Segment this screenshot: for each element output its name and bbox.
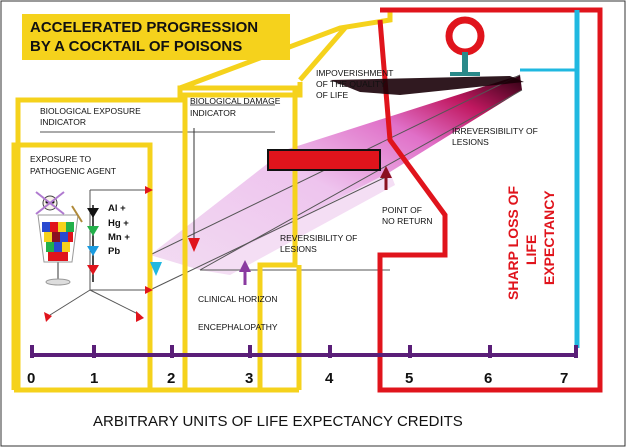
sharp-loss-line-1: SHARP LOSS OF [505, 185, 521, 300]
no-return-bar [267, 149, 381, 171]
symbol-circle-icon [445, 16, 485, 56]
no-return-line-1: POINT OF [382, 205, 422, 215]
axis-tick-labels: 0 1 2 3 4 5 6 7 [27, 370, 568, 387]
arrows [44, 128, 392, 322]
encephalopathy-label: ENCEPHALOPATHY [198, 322, 278, 332]
exposure-agent-line-2: PATHOGENIC AGENT [30, 166, 116, 176]
progression-band [150, 75, 522, 270]
dark-band-top [330, 76, 524, 95]
irreversibility-line-1: IRREVERSIBILITY OF [452, 126, 538, 136]
axis [30, 345, 578, 358]
sharp-loss-line-2-wrap: LIFE [523, 235, 539, 265]
title-line-2: BY A COCKTAIL OF POISONS [30, 38, 242, 55]
cocktail-glass-icon [35, 191, 83, 286]
exposure-indicator-line-2: INDICATOR [40, 117, 86, 127]
damage-indicator-line-1: BIOLOGICAL DAMAGE [190, 96, 281, 106]
impoverishment-line-2: OF THE QUALITY [316, 79, 386, 89]
symbol-base-icon [450, 72, 480, 76]
red-frame [377, 7, 603, 393]
sharp-loss-line-2: LIFE [523, 235, 539, 265]
yellow-frame-extra [182, 82, 303, 390]
axis-caption: ARBITRARY UNITS OF LIFE EXPECTANCY CREDI… [93, 413, 463, 430]
irreversibility-line-2: LESIONS [452, 137, 489, 147]
yellow-frames [11, 7, 410, 393]
metal-mn: Mn + [108, 232, 130, 243]
metal-cascade [87, 205, 99, 282]
tick-1: 1 [90, 370, 98, 387]
tick-7: 7 [560, 370, 568, 387]
horizon-arrow-icon [239, 260, 251, 272]
exposure-arrow-icon [150, 262, 162, 276]
tick-6: 6 [484, 370, 492, 387]
metal-pb: Pb [108, 246, 120, 257]
damage-arrow-icon [188, 238, 200, 252]
title-box [22, 14, 290, 60]
reversibility-line-1: REVERSIBILITY OF [280, 233, 357, 243]
metal-al: Al + [108, 203, 126, 214]
exposure-indicator-line-1: BIOLOGICAL EXPOSURE [40, 106, 141, 116]
title-line-1: ACCELERATED PROGRESSION [30, 19, 258, 36]
clinical-horizon-label: CLINICAL HORIZON [198, 294, 278, 304]
tick-0: 0 [27, 370, 35, 387]
no-return-line-2: NO RETURN [382, 216, 433, 226]
tick-3: 3 [245, 370, 253, 387]
symbol-stem-icon [462, 52, 468, 74]
sharp-loss-line-3-wrap: EXPECTANCY [541, 190, 557, 285]
sharp-loss-label: SHARP LOSS OF [505, 185, 521, 300]
damage-indicator-line-2: INDICATOR [190, 108, 236, 118]
impoverishment-line-1: IMPOVERISHMENT [316, 68, 393, 78]
no-return-arrow-icon [380, 166, 392, 178]
reversibility-line-2: LESIONS [280, 244, 317, 254]
tick-4: 4 [325, 370, 334, 387]
sharp-loss-line-3: EXPECTANCY [541, 190, 557, 285]
impoverishment-line-3: OF LIFE [316, 90, 348, 100]
tick-5: 5 [405, 370, 413, 387]
exposure-agent-line-1: EXPOSURE TO [30, 154, 91, 164]
tick-2: 2 [167, 370, 175, 387]
metal-hg: Hg + [108, 218, 129, 229]
